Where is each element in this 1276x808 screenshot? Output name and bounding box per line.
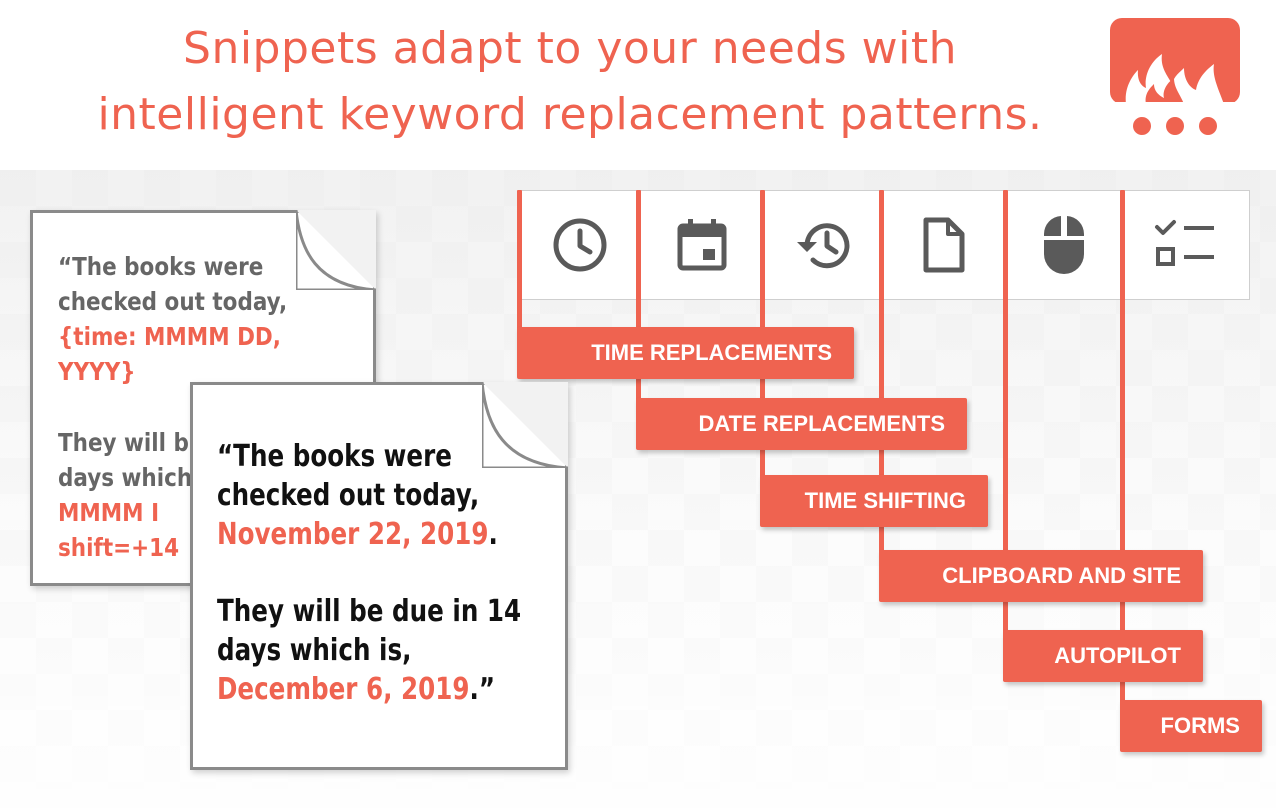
history-icon [797, 223, 850, 269]
calendar-icon [677, 219, 727, 271]
label-time-replacements[interactable]: TIME REPLACEMENTS [517, 327, 854, 379]
template-text: “The books were checked out today, {time… [58, 249, 359, 579]
result-punctuation: .” [469, 672, 496, 707]
mouse-icon [1044, 216, 1084, 274]
label-forms[interactable]: FORMS [1120, 700, 1262, 752]
icon-cell-date[interactable] [642, 190, 762, 300]
connector-time-replacements [517, 190, 522, 370]
header: Snippets adapt to your needs with intell… [0, 0, 1276, 170]
icon-cell-time[interactable] [520, 190, 640, 300]
label-clipboard-and-site[interactable]: CLIPBOARD AND SITE [879, 550, 1203, 602]
result-line: days which is, [217, 633, 412, 668]
flame-ellipsis-logo-icon [1110, 18, 1240, 135]
label-date-replacements[interactable]: DATE REPLACEMENTS [636, 398, 967, 450]
headline-line-1: Snippets adapt to your needs with [183, 23, 957, 74]
template-line: checked out today, [58, 287, 288, 316]
clock-icon [553, 218, 607, 272]
icon-cell-time-shift[interactable] [764, 190, 884, 300]
result-date-value: November 22, 2019 [217, 517, 489, 552]
label-time-shifting[interactable]: TIME SHIFTING [760, 475, 988, 527]
template-token: shift=+14 [58, 533, 180, 562]
connector-forms [1120, 190, 1125, 730]
icon-cell-clipboard[interactable] [884, 190, 1004, 300]
connector-clipboard-and-site [879, 190, 884, 582]
feature-icon-bar [520, 190, 1250, 300]
template-line: “The books were [58, 252, 264, 281]
connector-autopilot [1003, 190, 1008, 660]
template-token: YYYY} [58, 357, 136, 386]
icon-cell-forms[interactable] [1126, 190, 1246, 300]
result-text: “The books were checked out today, Novem… [217, 437, 529, 767]
icon-cell-autopilot[interactable] [1004, 190, 1124, 300]
result-line: checked out today, [217, 478, 480, 513]
headline: Snippets adapt to your needs with intell… [40, 16, 1100, 148]
headline-line-2: intelligent keyword replacement patterns… [97, 89, 1043, 140]
result-document: “The books were checked out today, Novem… [190, 382, 568, 770]
checklist-icon [1155, 220, 1214, 266]
template-token: MMMM I [58, 498, 160, 527]
document-icon [923, 217, 965, 273]
template-line: They will b [58, 428, 189, 457]
result-date-value: December 6, 2019 [217, 672, 470, 707]
result-punctuation: . [488, 517, 498, 552]
page-fold-icon [296, 210, 376, 290]
template-token: {time: MMMM DD, [58, 322, 281, 351]
result-line: “The books were [217, 439, 452, 474]
label-autopilot[interactable]: AUTOPILOT [1003, 630, 1203, 682]
page-fold-icon [482, 382, 568, 468]
result-line: They will be due in 14 [217, 594, 522, 629]
connector-date-replacements [636, 190, 641, 430]
template-line: days which [58, 463, 193, 492]
